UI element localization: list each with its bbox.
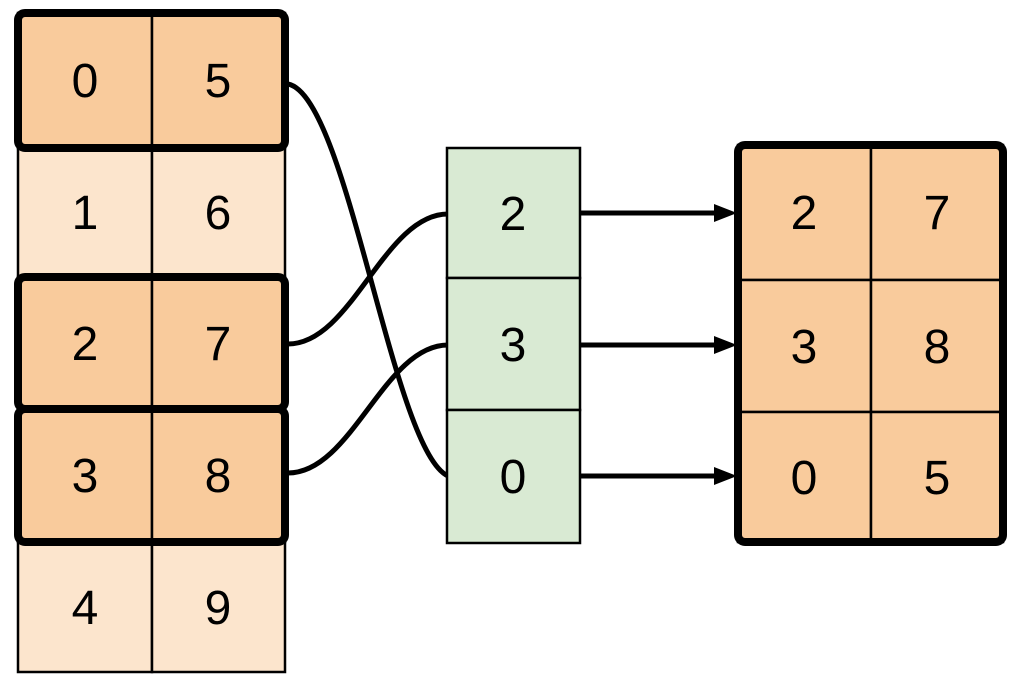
input-cell-r0c1 [150,11,287,150]
output-cell-r1c0 [736,278,873,414]
input-cell-value: 0 [72,55,99,108]
output-table: 2 7 3 8 0 5 [734,141,1007,546]
output-cell-r2c0 [736,410,873,544]
mapping-curve-row3-to-index-cell1 [287,342,449,476]
arrowhead-icon [714,336,737,354]
index-cell-2 [445,408,582,545]
index-cell-value: 0 [500,451,527,504]
index-arrows [580,204,737,485]
input-cell-r4c0 [16,540,154,674]
input-cell-value: 3 [72,450,99,503]
output-cell-r2c1 [869,410,1005,544]
output-cell-value: 7 [924,187,951,240]
arrowhead-icon [714,467,737,485]
input-cell-value: 1 [72,187,99,240]
output-cell-r1c1 [869,278,1005,414]
input-cell-value: 2 [72,318,99,371]
index-column: 2 3 0 [445,146,582,545]
input-cell-value: 9 [205,582,232,635]
highlight-outline-row3 [14,405,289,546]
index-cell-value: 3 [500,319,527,372]
input-table: 0 5 1 6 2 7 3 8 4 9 [14,9,289,674]
index-cell-0 [445,146,582,280]
highlight-outline-row0 [14,9,289,152]
output-cell-value: 2 [791,187,818,240]
arrowhead-icon [714,204,737,222]
input-cell-r1c1 [150,146,287,279]
index-cell-value: 2 [500,188,527,241]
input-cell-r4c1 [150,540,287,674]
mapping-curve-row2-to-index-cell0 [287,211,449,347]
input-cell-r2c1 [150,275,287,411]
output-cell-value: 0 [791,452,818,505]
output-cell-value: 5 [924,452,951,505]
input-cell-value: 5 [205,55,232,108]
output-cell-value: 3 [791,321,818,374]
input-cell-value: 8 [205,450,232,503]
output-cell-value: 8 [924,321,951,374]
input-cell-value: 7 [205,318,232,371]
input-cell-value: 6 [205,187,232,240]
input-cell-r0c0 [16,11,154,150]
output-table-outline [734,141,1007,546]
input-cell-r3c1 [150,407,287,544]
input-cell-value: 4 [72,582,99,635]
mapping-curves [287,81,450,479]
